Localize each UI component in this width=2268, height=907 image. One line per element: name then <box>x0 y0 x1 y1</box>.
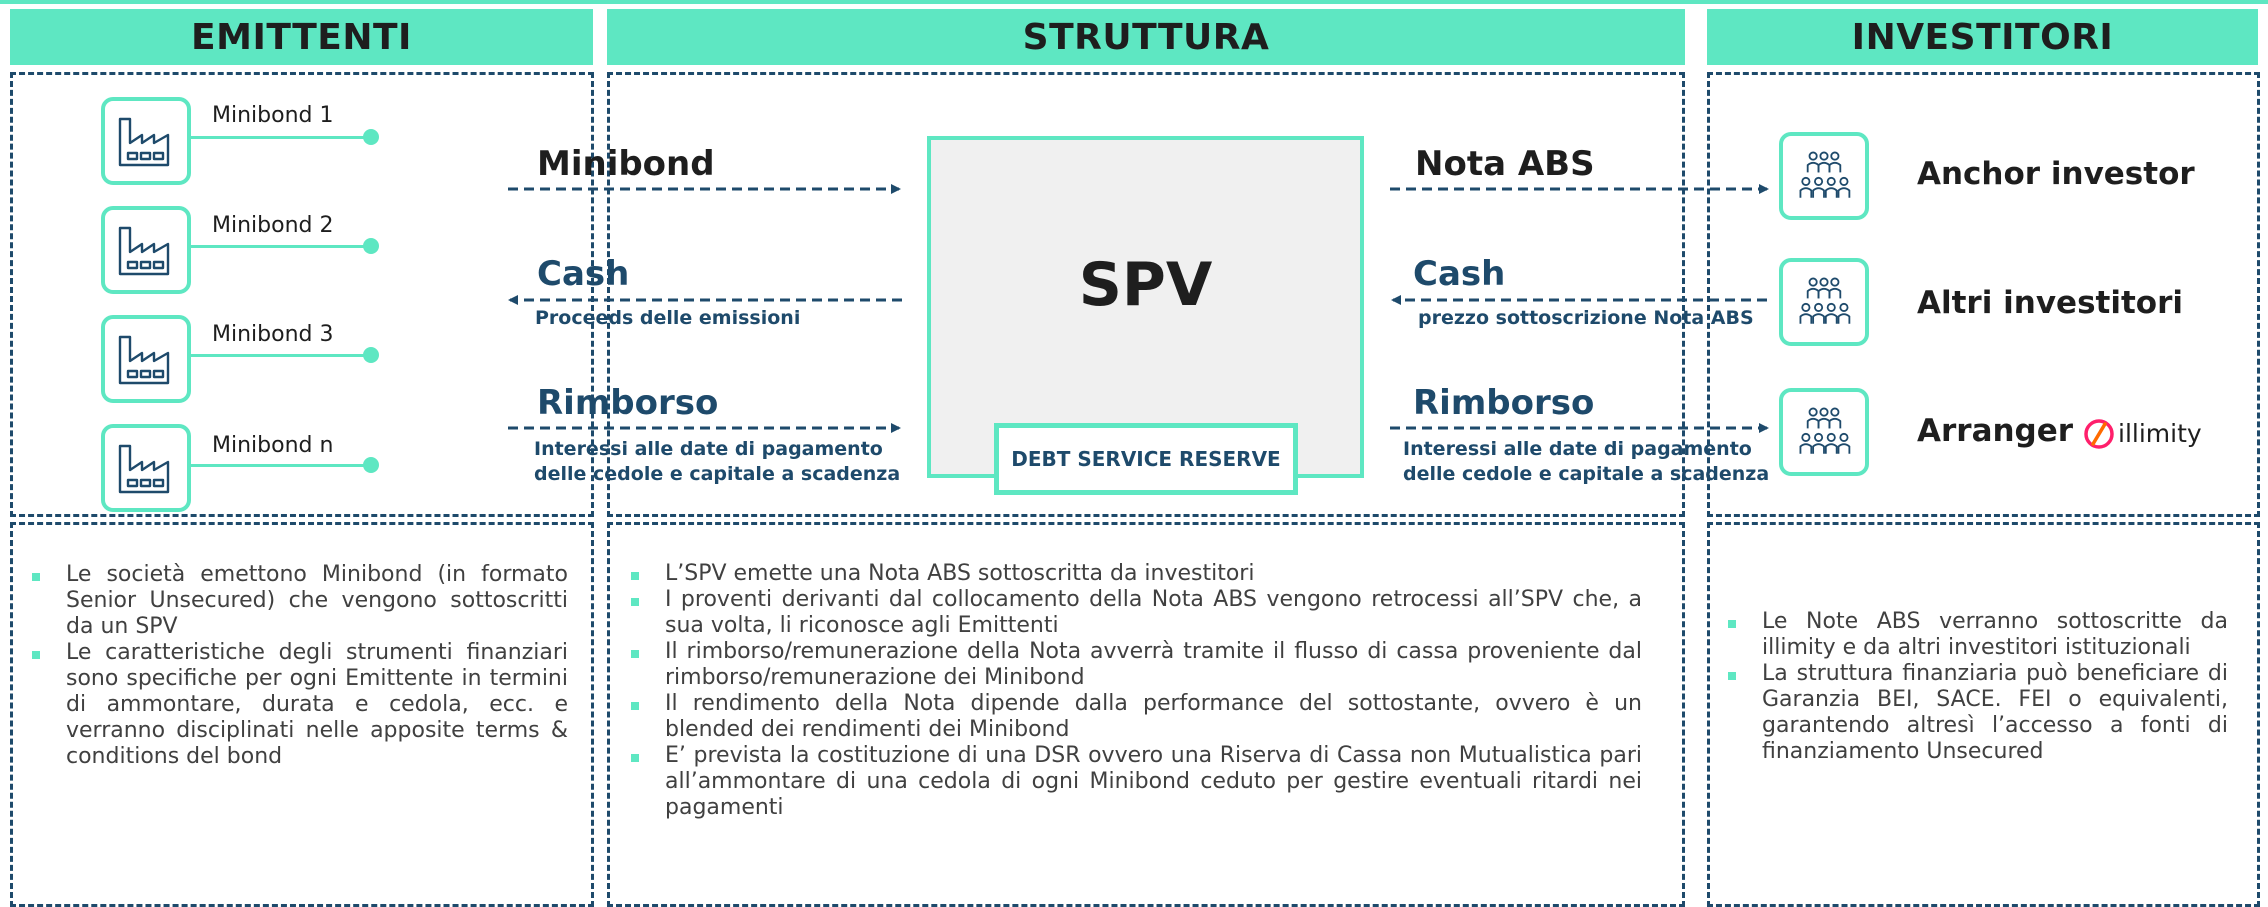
issuer-connector-line <box>191 354 371 357</box>
top-accent-line <box>0 0 2268 4</box>
header-struttura: STRUTTURA <box>607 9 1685 65</box>
flow-cash-sub: Proceeds delle emissioni <box>535 307 801 329</box>
investor-label: Arranger <box>1917 413 2074 449</box>
issuer-label: Minibond n <box>212 433 334 458</box>
list-item: E’ prevista la costituzione di una DSR o… <box>631 743 1642 821</box>
people-group-icon <box>1779 132 1869 220</box>
investor-label: Anchor investor <box>1917 156 2195 192</box>
list-item: La struttura finanziaria può beneficiare… <box>1728 661 2228 765</box>
issuer-connector-dot <box>363 457 379 473</box>
investitori-notes-list: Le Note ABS verranno sottoscritte da ill… <box>1728 609 2228 765</box>
flow-rimborso-sub-1: Interessi alle date di pagamento <box>534 438 883 460</box>
list-item: L’SPV emette una Nota ABS sottoscritta d… <box>631 561 1642 587</box>
list-item: I proventi derivanti dal collocamento de… <box>631 587 1642 639</box>
flow-cash-right-title: Cash <box>1413 254 1506 294</box>
flow-rimborso-right-sub-1: Interessi alle date di pagamento <box>1403 438 1752 460</box>
flow-minibond-title: Minibond <box>537 144 715 184</box>
list-item: Le società emettono Minibond (in formato… <box>32 562 568 640</box>
issuer-connector-dot <box>363 129 379 145</box>
flow-rimborso-title: Rimborso <box>537 383 719 423</box>
list-item: Le Note ABS verranno sottoscritte da ill… <box>1728 609 2228 661</box>
issuer-label: Minibond 1 <box>212 103 334 128</box>
struttura-diagram-panel <box>607 72 1685 517</box>
debt-service-reserve-box: DEBT SERVICE RESERVE <box>994 423 1298 495</box>
flow-cash-right-sub: prezzo sottoscrizione Nota ABS <box>1418 307 1754 329</box>
flow-cash-title: Cash <box>537 254 630 294</box>
factory-icon <box>101 424 191 512</box>
people-group-icon <box>1779 258 1869 346</box>
factory-icon <box>101 315 191 403</box>
issuer-connector-dot <box>363 347 379 363</box>
flow-rimborso-sub-2: delle cedole e capitale a scadenza <box>534 463 901 485</box>
illimity-brand-name: illimity <box>2118 419 2202 448</box>
investor-label: Altri investitori <box>1917 285 2183 321</box>
issuer-label: Minibond 3 <box>212 322 334 347</box>
investitori-diagram-panel <box>1707 72 2260 517</box>
emittenti-notes-list: Le società emettono Minibond (in formato… <box>32 562 568 770</box>
spv-label: SPV <box>1078 250 1213 320</box>
header-emittenti: EMITTENTI <box>10 9 593 65</box>
flow-rimborso-right-title: Rimborso <box>1413 383 1595 423</box>
issuer-connector-line <box>191 464 371 467</box>
flow-nota-abs-title: Nota ABS <box>1415 144 1595 184</box>
issuer-connector-line <box>191 136 371 139</box>
list-item: Il rendimento della Nota dipende dalla p… <box>631 691 1642 743</box>
factory-icon <box>101 206 191 294</box>
factory-icon <box>101 97 191 185</box>
list-item: Le caratteristiche degli strumenti finan… <box>32 640 568 770</box>
illimity-logo-icon <box>2084 419 2114 449</box>
people-group-icon <box>1779 388 1869 476</box>
issuer-connector-dot <box>363 238 379 254</box>
header-investitori: INVESTITORI <box>1707 9 2258 65</box>
issuer-label: Minibond 2 <box>212 213 334 238</box>
flow-rimborso-right-sub-2: delle cedole e capitale a scadenza <box>1403 463 1770 485</box>
flow-arrows <box>508 184 1769 433</box>
spv-box: SPV <box>927 136 1364 478</box>
list-item: Il rimborso/remunerazione della Nota avv… <box>631 639 1642 691</box>
issuer-connector-line <box>191 245 371 248</box>
emittenti-diagram-panel <box>10 72 594 517</box>
struttura-notes-list: L’SPV emette una Nota ABS sottoscritta d… <box>631 561 1642 821</box>
